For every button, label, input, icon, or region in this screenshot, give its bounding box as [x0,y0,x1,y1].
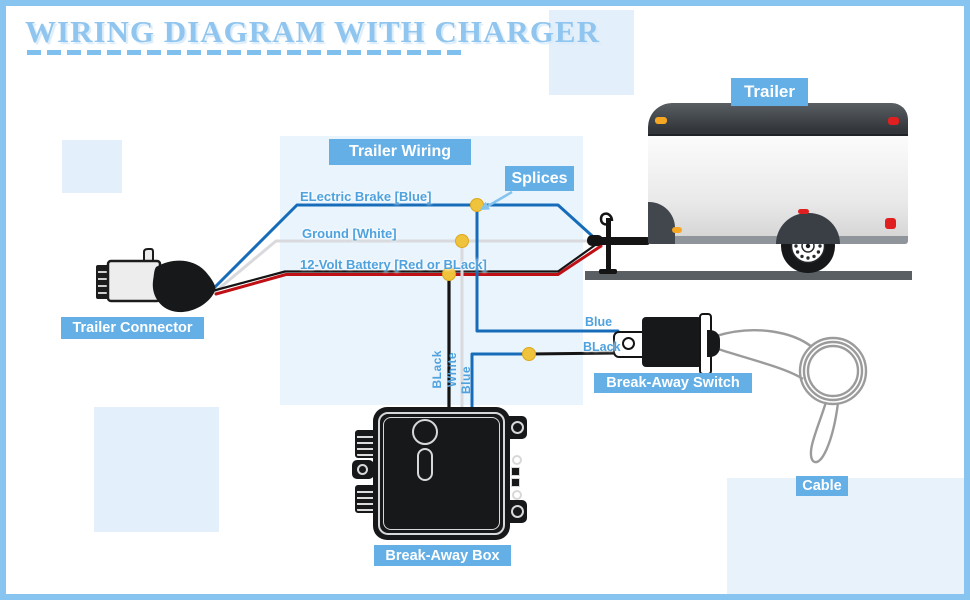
page-title: WIRING DIAGRAM WITH CHARGER [25,14,600,49]
trailer-label-text: Trailer [743,82,796,101]
wire-box-blue-vertical [470,352,531,414]
bg-square-top [549,10,634,95]
splices-label-text: Splices [511,169,568,187]
trailer-connector-graphic [96,248,216,313]
label-chip-break-away-box: Break-Away Box [374,545,511,566]
ground-line [585,271,912,280]
wire-label-box-black: BLack [430,350,444,389]
trailer-roof [648,103,908,136]
splice-dot-switch [522,347,536,361]
trailer-wiring-label-text: Trailer Wiring [348,143,452,160]
cable-label-text: Cable [802,478,842,494]
marker-amber-front-top [655,117,667,124]
box-pin-square-2 [511,478,520,487]
box-round-opening [412,419,438,445]
wire-label-battery: 12-Volt Battery [Red or BLack] [300,257,487,272]
wire-black-to-switch [527,351,620,356]
box-pin-circle-1 [512,455,522,465]
plug-rubber-boot [152,260,216,313]
box-tab-left-middle [352,460,374,479]
label-chip-trailer-wiring: Trailer Wiring [329,139,471,165]
breakaway-switch-graphic [642,317,702,367]
label-chip-break-away-switch: Break-Away Switch [594,373,752,393]
label-chip-splices: Splices [505,166,574,191]
trailer-tongue [587,212,650,274]
box-body [373,407,510,540]
wire-label-switch-blue: Blue [585,315,613,329]
label-chip-trailer: Trailer [731,78,808,106]
break-away-box-label-text: Break-Away Box [385,547,500,564]
bg-square-left [62,140,122,193]
bg-square-bottom-left [94,407,219,532]
splice-dot-ground [455,234,469,248]
wire-label-box-white: White [445,352,459,388]
marker-amber-front-low [672,227,682,233]
wire-label-switch-black: BLack [583,340,621,354]
break-away-switch-label-text: Break-Away Switch [606,375,740,391]
splice-dot-battery [442,267,456,281]
bg-rect-bottom-right [727,478,970,600]
cable-graphic [715,329,868,464]
trailer-front-skirt [648,202,675,244]
box-pin-circle-2 [512,490,522,500]
switch-pull-pin [707,330,720,357]
wire-battery-black-edge [212,241,600,292]
trailer-connector-label-text: Trailer Connector [72,320,193,336]
label-chip-trailer-connector: Trailer Connector [61,317,204,339]
marker-red-rear-low [885,218,896,229]
switch-tab-hole [622,337,635,350]
box-slot-opening [417,448,433,481]
wire-label-ground: Ground [White] [302,226,397,241]
trailer-graphic [648,103,908,244]
marker-red-fender [798,209,809,214]
wire-battery-red [214,244,603,296]
breakaway-box-graphic [350,405,530,550]
label-chip-cable: Cable [796,476,848,496]
wire-electric-brake-blue [213,203,602,289]
trailer-fender [776,213,840,244]
wire-label-electric-brake: ELectric Brake [Blue] [300,189,432,204]
marker-red-rear-top [888,117,899,125]
box-pin-square-1 [511,467,520,476]
plug-hook-tab [143,248,154,262]
splices-arrow [480,190,513,210]
splice-dots [442,198,536,361]
jack-crank-handle [599,212,614,226]
wire-blue-to-switch [475,203,620,333]
wire-label-box-blue: Blue [459,366,473,395]
title-underline [27,50,464,55]
